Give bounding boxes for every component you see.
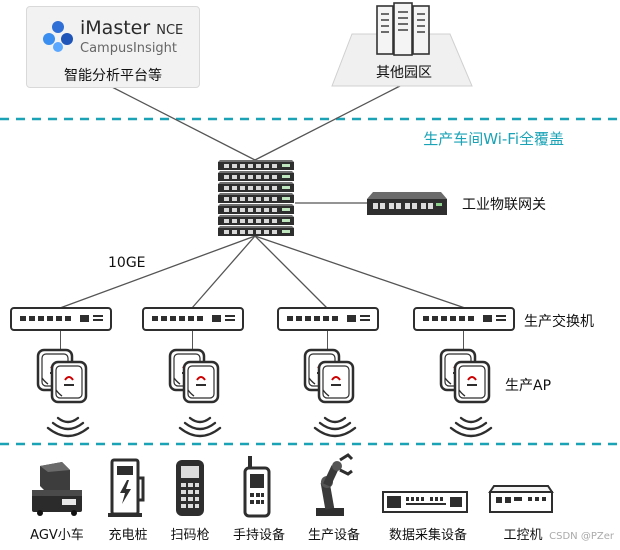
handheld-icon	[243, 456, 271, 518]
access-switch-icon	[10, 307, 112, 331]
link-core-campus	[254, 85, 401, 161]
robot-arm-icon	[316, 453, 354, 516]
platform-logo-subtext: CampusInsight	[80, 41, 178, 56]
terminal-label-scanner: 扫码枪	[170, 528, 210, 543]
agv-icon	[32, 462, 82, 516]
charging-pile-icon	[108, 458, 145, 517]
gateway-icon	[367, 192, 447, 215]
link-switch-ap	[327, 331, 328, 349]
terminal-label-charging-pile: 充电桩	[108, 528, 148, 543]
access-point-icon	[303, 348, 365, 440]
access-switch-icon	[142, 307, 244, 331]
link-switch-ap	[60, 331, 61, 349]
link-core-switch-1	[59, 235, 256, 309]
link-switch-ap	[192, 331, 193, 349]
uplink-speed-label: 10GE	[108, 255, 146, 271]
terminal-label-industrial-pc: 工控机	[503, 528, 543, 543]
core-switch-icon	[218, 160, 294, 236]
industrial-pc-icon	[488, 485, 554, 513]
analytics-platform-card: iMaster NCE CampusInsight 智能分析平台等	[26, 6, 200, 88]
other-campus-label: 其他园区	[376, 65, 432, 81]
watermark: CSDN @PZer	[549, 531, 614, 542]
data-collector-icon	[382, 491, 468, 513]
platform-logo-text: iMaster NCE	[80, 17, 184, 39]
switch-label: 生产交换机	[524, 314, 594, 330]
gateway-label: 工业物联网关	[462, 197, 546, 213]
other-campus-icon	[331, 2, 473, 87]
access-point-icon	[168, 348, 230, 440]
platform-caption: 智能分析平台等	[64, 68, 162, 84]
link-core-switch-2	[191, 235, 256, 309]
terminal-label-production-equipment: 生产设备	[307, 528, 360, 543]
zone-title: 生产车间Wi-Fi全覆盖	[423, 130, 564, 148]
link-core-platform	[109, 85, 256, 161]
access-switch-icon	[277, 307, 379, 331]
platform-logo-icon	[43, 21, 73, 52]
access-switch-icon	[413, 307, 515, 331]
scanner-icon	[176, 460, 204, 516]
terminal-label-data-collector: 数据采集设备	[388, 528, 467, 543]
link-switch-ap	[463, 331, 464, 349]
ap-label: 生产AP	[505, 378, 552, 394]
link-core-switch-3	[254, 235, 328, 309]
link-core-switch-4	[254, 235, 466, 309]
terminal-label-handheld: 手持设备	[232, 528, 285, 543]
terminal-label-agv: AGV小车	[30, 528, 84, 543]
access-point-icon	[439, 348, 501, 440]
access-point-icon	[36, 348, 98, 440]
